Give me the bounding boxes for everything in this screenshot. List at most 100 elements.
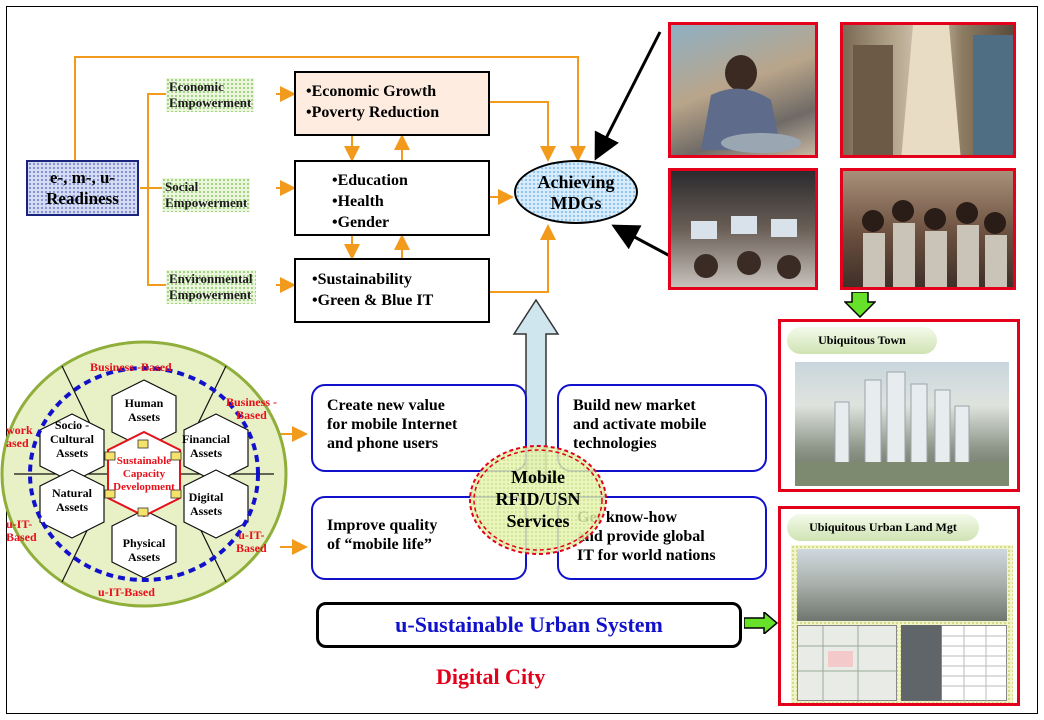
- center-line1: Sustainable: [116, 455, 172, 467]
- green-right-arrow-icon: [744, 612, 778, 634]
- circle-left-lower-line1: u-IT-: [6, 517, 33, 531]
- outcome-health: •Health: [332, 193, 384, 210]
- outcome-green-blue-it: •Green & Blue IT: [312, 292, 434, 309]
- land-mgt-aerial-image: [797, 549, 1007, 621]
- photo-computer-class: [668, 168, 818, 290]
- u-sustainable-urban-system: u-Sustainable Urban System: [316, 602, 742, 648]
- asset-physical-line1: Physical: [122, 536, 166, 550]
- asset-financial: Financial Assets: [172, 432, 240, 460]
- environmental-empowerment-label: Environmental Empowerment: [166, 270, 256, 304]
- outcome-sustainability: •Sustainability: [312, 271, 412, 288]
- ubiquitous-land-panel: Ubiquitous Urban Land Mgt: [778, 506, 1020, 706]
- environmental-empowerment-line2: Empowerment: [169, 287, 252, 302]
- asset-socio-line1: Socio -: [54, 418, 90, 432]
- circle-right-lower-label: u-IT- Based: [236, 529, 267, 555]
- build-market-line2: and activate mobile: [573, 416, 707, 433]
- economic-outcomes-box: •Economic Growth •Poverty Reduction: [294, 71, 490, 136]
- build-market-line3: technologies: [573, 435, 657, 452]
- economic-empowerment-line1: Economic: [169, 79, 224, 94]
- children-group-figure: [862, 200, 1007, 287]
- photo-poverty-child: [668, 22, 818, 158]
- circle-top-label: Business -Based: [90, 360, 172, 374]
- circle-left-label: work ased: [6, 424, 33, 450]
- service-box-create-value: Create new value for mobile Internet and…: [311, 384, 527, 472]
- ubiquitous-town-title: Ubiquitous Town: [787, 327, 937, 354]
- environmental-empowerment-line1: Environmental: [169, 271, 253, 286]
- know-how-line3: IT for world nations: [577, 547, 716, 564]
- improve-quality-line2: of “mobile life”: [327, 536, 432, 553]
- mobile-rfid-line1: Mobile: [511, 467, 565, 487]
- economic-empowerment-line2: Empowerment: [169, 95, 252, 110]
- circle-left-label-line1: work: [6, 423, 33, 437]
- readiness-line2: Readiness: [46, 189, 119, 208]
- create-value-line1: Create new value: [327, 397, 445, 414]
- asset-hexagons: [39, 379, 249, 579]
- poverty-child-figure: [701, 55, 801, 153]
- circle-right-lower-line2: Based: [236, 541, 267, 555]
- asset-physical: Physical Assets: [110, 536, 178, 564]
- computer-class-figure: [691, 216, 801, 279]
- achieving-mdgs-ellipse: Achieving MDGs: [514, 160, 638, 224]
- outcome-economic-growth: •Economic Growth: [306, 83, 437, 100]
- environmental-outcomes-box: •Sustainability •Green & Blue IT: [294, 258, 490, 323]
- digital-city-title: Digital City: [436, 664, 546, 689]
- outcome-poverty-reduction: •Poverty Reduction: [306, 104, 440, 121]
- slum-alley-figure: [853, 25, 1013, 155]
- asset-natural-line1: Natural: [52, 486, 92, 500]
- land-mgt-map-image: [797, 625, 898, 702]
- asset-socio-line2: Cultural: [49, 432, 94, 446]
- service-box-build-market: Build new market and activate mobile tec…: [557, 384, 767, 472]
- asset-financial-line1: Financial: [181, 432, 230, 446]
- asset-natural-line2: Assets: [56, 500, 88, 514]
- capacity-circle: [0, 340, 288, 608]
- know-how-line2: and provide global: [577, 528, 705, 545]
- center-line2: Capacity: [122, 468, 166, 480]
- social-empowerment-line1: Social: [165, 179, 199, 194]
- social-empowerment-label: Social Empowerment: [162, 178, 251, 212]
- data-table-figure: [942, 626, 1008, 702]
- photo-children-group: [840, 168, 1016, 290]
- parcel-map-figure: [798, 626, 898, 702]
- asset-physical-line2: Assets: [128, 550, 160, 564]
- asset-natural: Natural Assets: [38, 486, 106, 514]
- mdg-line1: Achieving: [537, 172, 615, 192]
- circle-right-lower-line1: u-IT-: [238, 528, 265, 542]
- center-line3: Development: [113, 481, 175, 493]
- asset-digital-line2: Assets: [190, 504, 222, 518]
- ubiquitous-town-image: [795, 362, 1009, 486]
- mobile-rfid-line2: RFID/USN: [495, 489, 581, 509]
- mobile-rfid-ellipse: [469, 445, 607, 555]
- circle-right-label: Business - Based: [226, 396, 277, 422]
- circle-right-label-line2: Based: [236, 408, 267, 422]
- outcome-education: •Education: [332, 172, 408, 189]
- photo-to-mdg-arrow: [594, 31, 662, 161]
- ubiquitous-land-title: Ubiquitous Urban Land Mgt: [787, 514, 979, 541]
- mobile-rfid-label: Mobile RFID/USN Services: [470, 466, 606, 532]
- slide-frame: [6, 6, 1038, 714]
- circle-left-lower-line2: Based: [6, 530, 37, 544]
- build-market-line1: Build new market: [573, 397, 696, 414]
- asset-human-line1: Human: [124, 396, 164, 410]
- mobile-rfid-line3: Services: [506, 511, 570, 531]
- asset-digital-line1: Digital: [188, 490, 224, 504]
- asset-human: Human Assets: [110, 396, 178, 424]
- circle-left-lower-label: u-IT- Based: [6, 518, 37, 544]
- asset-financial-line2: Assets: [190, 446, 222, 460]
- sustainable-capacity-center: Sustainable Capacity Development: [96, 455, 192, 494]
- photo-to-mdg-arrow-2: [611, 224, 671, 258]
- asset-socio-line3: Assets: [56, 446, 88, 460]
- asset-human-line2: Assets: [128, 410, 160, 424]
- asset-socio-cultural: Socio - Cultural Assets: [38, 418, 106, 460]
- circle-left-label-line2: ased: [6, 436, 29, 450]
- circle-bottom-label: u-IT-Based: [98, 585, 155, 599]
- social-outcomes-box: •Education •Health •Gender: [294, 160, 490, 236]
- readiness-box: e-, m-, u- Readiness: [26, 160, 139, 216]
- outcome-gender: •Gender: [332, 214, 390, 231]
- create-value-line2: for mobile Internet: [327, 416, 458, 433]
- orange-connectors: [74, 56, 586, 555]
- social-empowerment-line2: Empowerment: [165, 195, 248, 210]
- readiness-line1: e-, m-, u-: [49, 168, 116, 187]
- asset-digital: Digital Assets: [172, 490, 240, 518]
- mdg-line2: MDGs: [550, 193, 602, 213]
- photo-slum-alley: [840, 22, 1016, 158]
